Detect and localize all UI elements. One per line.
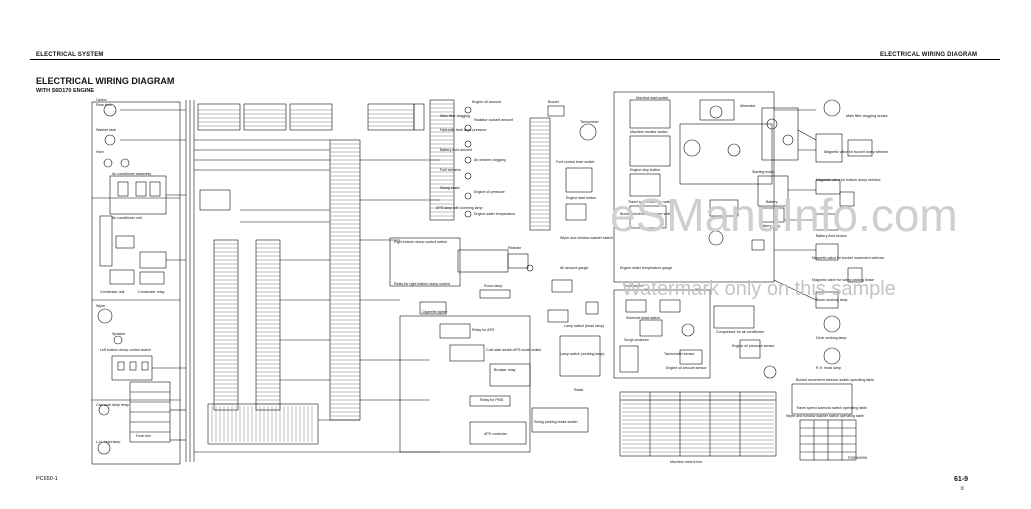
label-code-id: F20N94095 — [848, 456, 867, 460]
label-tachometer-sensor: Tachometer sensor — [664, 352, 695, 356]
label-radiator-coolant: Radiator coolant amount — [474, 118, 514, 122]
label-buzzer: Buzzer — [548, 100, 560, 104]
label-cigarette-lighter: Cigarette lighter — [422, 310, 448, 314]
header-rule — [30, 59, 1000, 60]
label-fuse-switch: Fuse switch — [624, 284, 643, 288]
label-wiper: Wiper — [96, 304, 106, 308]
label-condenser-relay: Condenser relay — [138, 290, 165, 294]
label-machine-monitor-switch: Machine monitor switch — [630, 130, 668, 134]
label-deck-working-lamp: Deck working lamp — [816, 336, 847, 340]
label-lamp-switch-head: Lamp switch (head lamp) — [564, 324, 605, 328]
label-tachometer: Tachometer — [580, 120, 599, 124]
header-right: ELECTRICAL WIRING DIAGRAM — [880, 52, 978, 58]
label-magnetic-valve-bucket-movement: Magnetic valve for bucket movement selec… — [812, 256, 885, 260]
label-resistor: Resistor — [508, 246, 522, 250]
label-speaker: Speaker — [112, 332, 126, 336]
label-fuse-box: Fuse box — [136, 434, 151, 438]
label-starting-motor: Starting motor — [752, 170, 775, 174]
label-engine-oil-amount-sensor: Engine oil amount sensor — [666, 366, 707, 370]
page-number: 61-9 — [954, 476, 969, 483]
label-battery: Battery — [766, 200, 778, 204]
label-magnetic-valve-swing-brake: Magnetic valve for swing parking brake — [812, 278, 875, 282]
label-relay-right-bottom-dump: Relay for right bottom dump control — [394, 282, 451, 286]
label-wiper-washer-switch: Wiper and window washer switch — [560, 236, 613, 240]
label-air-cleaner: Air cleaner clogging — [474, 158, 506, 162]
label-cab-work-lamp-relay: Cab work lamp relay — [96, 403, 129, 407]
page-title: ELECTRICAL WIRING DIAGRAM — [36, 76, 175, 86]
label-air-conditioner-assembly: Air conditioner assembly — [112, 172, 152, 176]
label-aps-controller: APS controller — [484, 432, 507, 436]
label-engine-oil-amount: Engine oil amount — [472, 100, 501, 104]
label-machine-control-box: Machine control box — [670, 460, 703, 464]
label-aps-lamp: APS lamp with lowering lamp — [436, 206, 483, 210]
label-room-lamp: Room lamp — [484, 284, 503, 288]
label-magnetic-valve-bottom-dump: Magnetic valve for bottom dump selector — [816, 178, 881, 182]
label-air-amount-gauge: Air amount gauge — [560, 266, 589, 270]
label-boom-working-lamp: Boom working lamp — [816, 298, 848, 302]
label-battery-fluid: Battery fluid amount — [440, 148, 472, 152]
label-bucket-movement-table: Bucket movement selector switch operatin… — [796, 378, 875, 382]
label-hydraulic-tank: Hydraulic tank lever pressure — [440, 128, 487, 132]
label-fuel-remains: Fuel remains — [440, 168, 461, 172]
label-solenoid-head-switch: Solenoid head switch — [626, 316, 660, 320]
label-fuel-control-lever: Fuel control lever switch — [556, 160, 595, 164]
label-surge-protector: Surge protector — [624, 338, 649, 342]
label-main-filter-clogging-sensor: Main filter clogging sensor — [846, 114, 888, 118]
label-bucket-movement-switch: Bucket movement selector switch — [620, 212, 674, 216]
label-engine-start-button: Engine start button — [566, 196, 597, 200]
label-compressor-air-conditioner: Compressor for air conditioner — [716, 330, 765, 334]
label-engine-water-temp: Engine water temperature — [474, 212, 516, 216]
label-wiper-washer-table: Wiper and window washer switch operating… — [786, 414, 864, 418]
label-cold-start-switch: Cold start switch APS mode switch — [486, 348, 542, 352]
label-air-conditioner-unit: Air conditioner unit — [112, 216, 142, 220]
label-washer-tank: Washer tank — [96, 128, 117, 132]
label-engine-water-temp-gauge: Engine water temperature gauge — [620, 266, 673, 270]
label-engine-stop-button: Engine stop button — [630, 168, 660, 172]
label-main-filter-clogging: Main filter clogging — [440, 114, 470, 118]
label-magnetic-valve-bucket-dump: Magnetic valve for bucket dump selector — [824, 150, 889, 154]
label-breaker-relay: Breaker relay — [494, 368, 516, 372]
label-engine-oil-pressure: Engine oil pressure — [474, 190, 505, 194]
label-machine-load-switch: Machine load switch — [636, 96, 669, 100]
label-swing-parking-brake-switch: Swing parking brake switch — [534, 420, 578, 424]
label-radio: Radio — [574, 388, 584, 392]
label-lh-head-lamp: L.H. head lamp — [96, 440, 121, 444]
header-left: ELECTRICAL SYSTEM — [36, 52, 104, 58]
page-sub: ① — [960, 486, 965, 492]
label-swing-brake: Swing brake — [440, 186, 460, 190]
label-alternator: Alternator — [740, 104, 756, 108]
label-travel-speed-switch: Travel speed selector switch — [628, 200, 674, 204]
label-engine-oil-pressure-sensor: Engine oil pressure sensor — [732, 344, 775, 348]
label-relay-for-aps: Relay for APS — [472, 328, 495, 332]
label-rear-horn: Rear horn — [96, 103, 112, 107]
label-right-bottom-dump-switch: Right bottom dump control switch — [394, 240, 448, 244]
label-rh-head-lamp: R.H. head lamp — [816, 366, 841, 370]
label-lamp-switch-working: Lamp switch (working lamp) — [560, 352, 605, 356]
label-condenser-unit: Condenser unit — [100, 290, 125, 294]
label-horn: Horn — [96, 150, 104, 154]
page-subtitle: WITH S6D170 ENGINE — [36, 88, 95, 94]
footer-left: PC650-1 — [36, 476, 58, 482]
label-battery-fluid-sensor: Battery fluid sensor — [816, 234, 847, 238]
label-relay-for-pmd: Relay for PMD — [480, 398, 504, 402]
label-option: Option — [96, 98, 107, 102]
label-travel-speed-table: Travel speed solenoid switch operating t… — [796, 406, 867, 410]
label-left-bottom-dump-switch: Left bottom dump control switch — [100, 348, 151, 352]
label-battery-relay: Battery relay — [760, 224, 781, 228]
